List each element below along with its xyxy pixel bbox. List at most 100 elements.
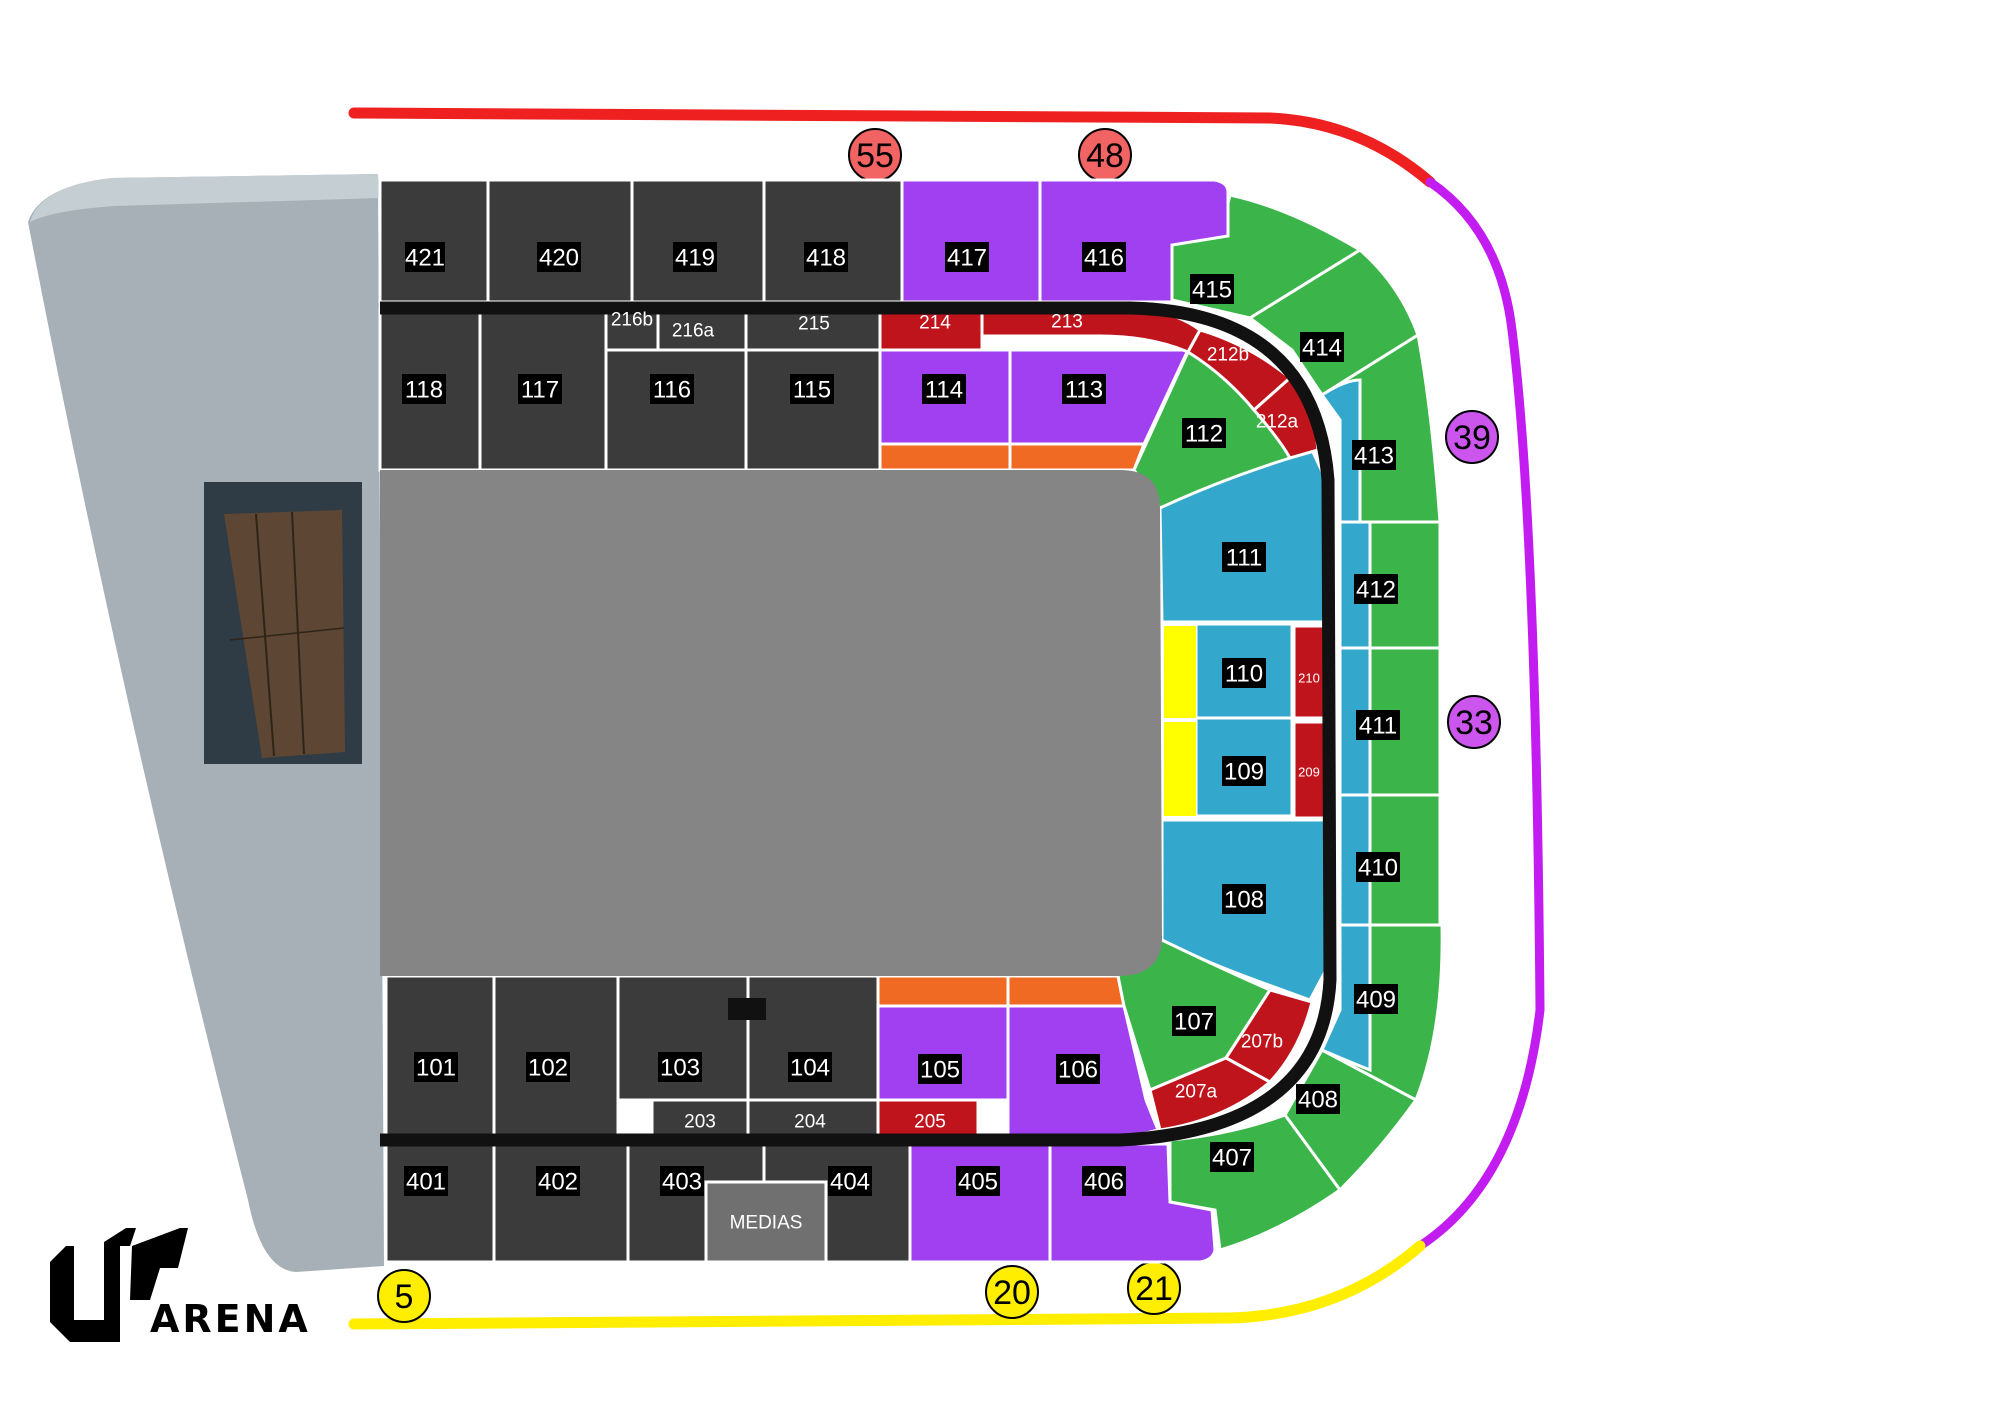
svg-text:102: 102 [528,1055,568,1082]
gate-5: 5 [377,1269,431,1323]
svg-text:20: 20 [993,1274,1031,1312]
svg-text:411: 411 [1359,713,1397,740]
section-115[interactable] [744,348,882,472]
label-403: 403 [660,1166,704,1196]
svg-text:407: 407 [1212,1145,1252,1172]
label-204: 204 [794,1112,826,1133]
svg-text:111: 111 [1226,545,1262,572]
svg-text:48: 48 [1086,137,1124,175]
gate-33: 33 [1447,695,1501,749]
section-414[interactable] [1247,248,1420,398]
label-108: 108 [1222,884,1266,914]
label-405: 405 [956,1166,1000,1196]
section-409-lower[interactable] [1320,923,1372,1073]
label-212a: 212a [1256,412,1299,433]
label-106: 106 [1056,1054,1100,1084]
section-210[interactable] [1292,624,1328,720]
label-407: 407 [1210,1142,1254,1172]
label-207a: 207a [1175,1082,1218,1103]
route-yellow [348,1240,1426,1330]
section-labels: 421 420 419 418 417 416 415 414 413 412 … [402,242,1400,1196]
svg-text:402: 402 [538,1169,578,1196]
section-420[interactable] [486,178,634,304]
yellow-strip-110 [1164,626,1196,718]
label-115: 115 [790,374,834,404]
svg-text:405: 405 [958,1169,998,1196]
gate-39: 39 [1445,410,1499,464]
label-408: 408 [1296,1084,1340,1114]
section-116[interactable] [604,348,748,472]
route-purple [1415,177,1545,1251]
label-420: 420 [537,242,581,272]
orange-strip-113 [1008,442,1147,472]
label-112: 112 [1182,418,1226,448]
orange-strip-105 [876,974,1010,1008]
label-404: 404 [828,1166,872,1196]
label-209: 209 [1298,765,1320,780]
svg-text:109: 109 [1224,759,1264,786]
section-401[interactable] [384,1142,496,1264]
label-417: 417 [945,242,989,272]
access-routes [348,107,1545,1330]
svg-text:105: 105 [920,1057,960,1084]
orange-strips [876,442,1147,1008]
svg-text:115: 115 [793,377,831,404]
svg-text:101: 101 [416,1055,456,1082]
label-216b: 216b [611,310,653,331]
svg-text:415: 415 [1192,277,1232,304]
medias-area[interactable] [704,1180,828,1264]
label-413: 413 [1352,440,1396,470]
svg-text:416: 416 [1084,245,1124,272]
svg-text:108: 108 [1224,887,1264,914]
svg-text:409: 409 [1356,987,1396,1014]
svg-text:33: 33 [1455,704,1493,742]
plain-section-labels: 216b 216a 215 214 213 212b 212a 210 209 … [611,310,1320,1234]
label-111: 111 [1222,542,1266,572]
section-421[interactable] [378,178,490,304]
label-409: 409 [1354,984,1398,1014]
orange-strip-106 [1006,974,1126,1008]
svg-text:413: 413 [1354,443,1394,470]
section-402[interactable] [492,1142,630,1264]
label-210: 210 [1298,671,1320,686]
label-116: 116 [650,374,694,404]
section-418[interactable] [762,178,904,304]
svg-text:114: 114 [925,377,963,404]
gates: 55 48 39 33 5 20 21 [377,128,1501,1323]
svg-text:421: 421 [405,245,445,272]
label-102: 102 [526,1052,570,1082]
section-405[interactable] [908,1142,1052,1264]
label-103: 103 [658,1052,702,1082]
label-104: 104 [788,1052,832,1082]
label-418: 418 [804,242,848,272]
label-117: 117 [518,374,562,404]
logo-mark [50,1228,136,1342]
svg-text:417: 417 [947,245,987,272]
label-205: 205 [914,1112,946,1133]
logo-mark-2 [130,1228,188,1300]
svg-text:104: 104 [790,1055,830,1082]
arena-floor [380,470,1162,976]
svg-text:406: 406 [1084,1169,1124,1196]
label-410: 410 [1356,852,1400,882]
svg-text:113: 113 [1065,377,1103,404]
label-110: 110 [1222,658,1266,688]
gate-48: 48 [1078,128,1132,182]
section-417[interactable] [900,178,1042,304]
svg-text:39: 39 [1453,419,1491,457]
section-105[interactable] [876,1004,1010,1102]
label-118: 118 [402,374,446,404]
svg-text:408: 408 [1298,1087,1338,1114]
building-facade [28,174,384,1272]
svg-text:55: 55 [856,137,894,175]
label-107: 107 [1172,1006,1216,1036]
label-416: 416 [1082,242,1126,272]
yellow-strip-109 [1164,722,1196,816]
label-213: 213 [1051,312,1083,333]
svg-text:401: 401 [406,1169,446,1196]
walkway-notch [728,998,766,1020]
red-sections [876,308,1328,1138]
section-419[interactable] [630,178,766,304]
logo-text: ARENA [150,1297,311,1341]
